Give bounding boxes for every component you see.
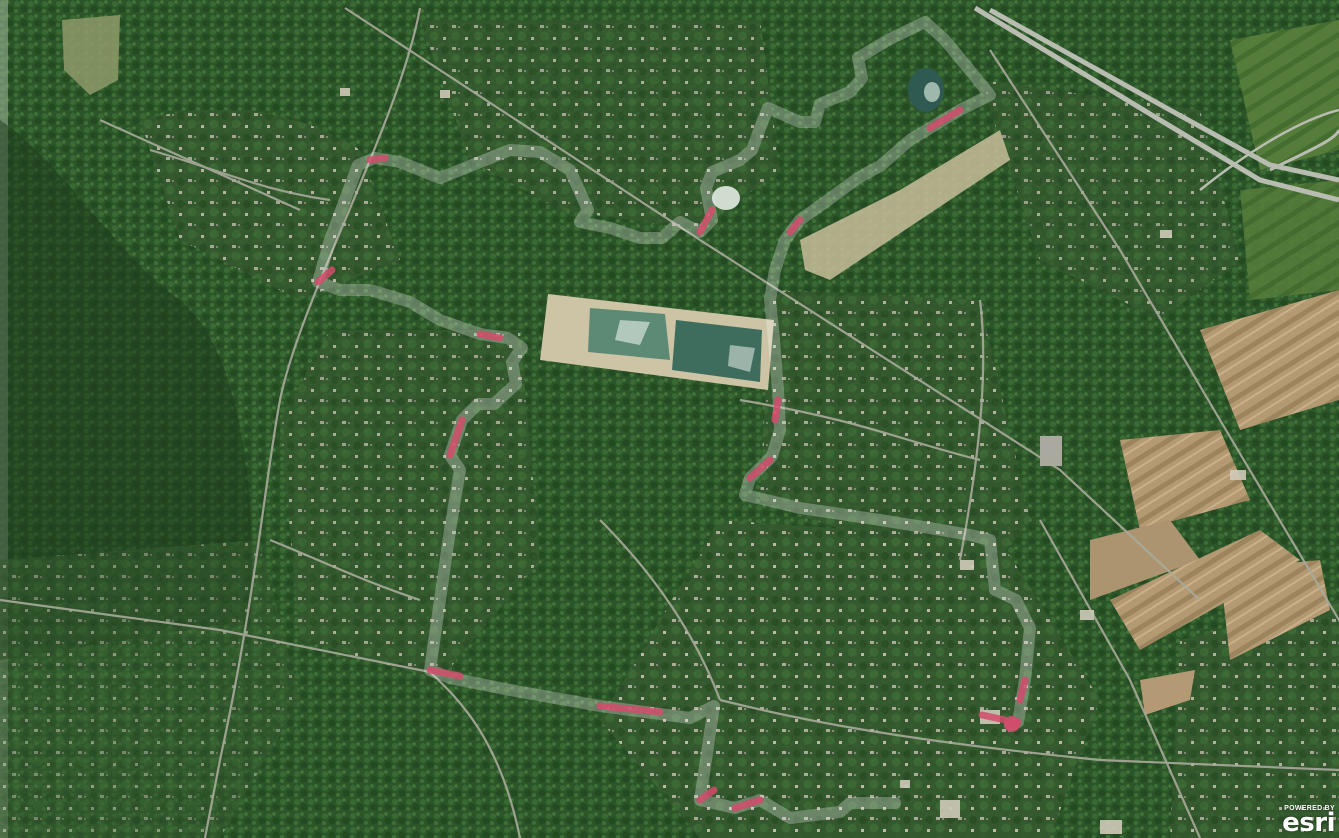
parking-lot (1040, 436, 1062, 466)
field-east-6 (1140, 670, 1195, 715)
field-east-2 (1120, 430, 1250, 530)
suburb-south (600, 520, 1100, 838)
buildings (340, 88, 1246, 834)
field-east-1 (1200, 290, 1339, 430)
suburb-north (420, 20, 780, 230)
west-forest (0, 120, 252, 660)
highway (973, 5, 1339, 203)
suburb-southwest (0, 540, 300, 838)
sandpit-northeast (800, 130, 1010, 280)
route-accent-segments (314, 106, 1029, 812)
suburb-west-center (280, 330, 540, 680)
route-end-marker (1004, 716, 1020, 732)
suburb-northwest (140, 110, 400, 300)
suburb-northeast (980, 80, 1240, 320)
field-east-3 (1090, 520, 1200, 600)
suburb-southeast (1170, 600, 1339, 838)
field-east-4 (1110, 530, 1300, 650)
field-east-5 (1220, 560, 1330, 660)
field-east-green (1240, 180, 1339, 300)
esri-attribution[interactable]: POWERED BY esri (1282, 805, 1335, 836)
pond-small (712, 186, 740, 210)
field-northeast-green (1230, 20, 1339, 170)
clearing-northwest (62, 15, 120, 95)
esri-logo: esri (1282, 808, 1335, 838)
route-line[interactable] (312, 16, 1036, 824)
attribution-powered-by: POWERED BY (1284, 805, 1335, 812)
